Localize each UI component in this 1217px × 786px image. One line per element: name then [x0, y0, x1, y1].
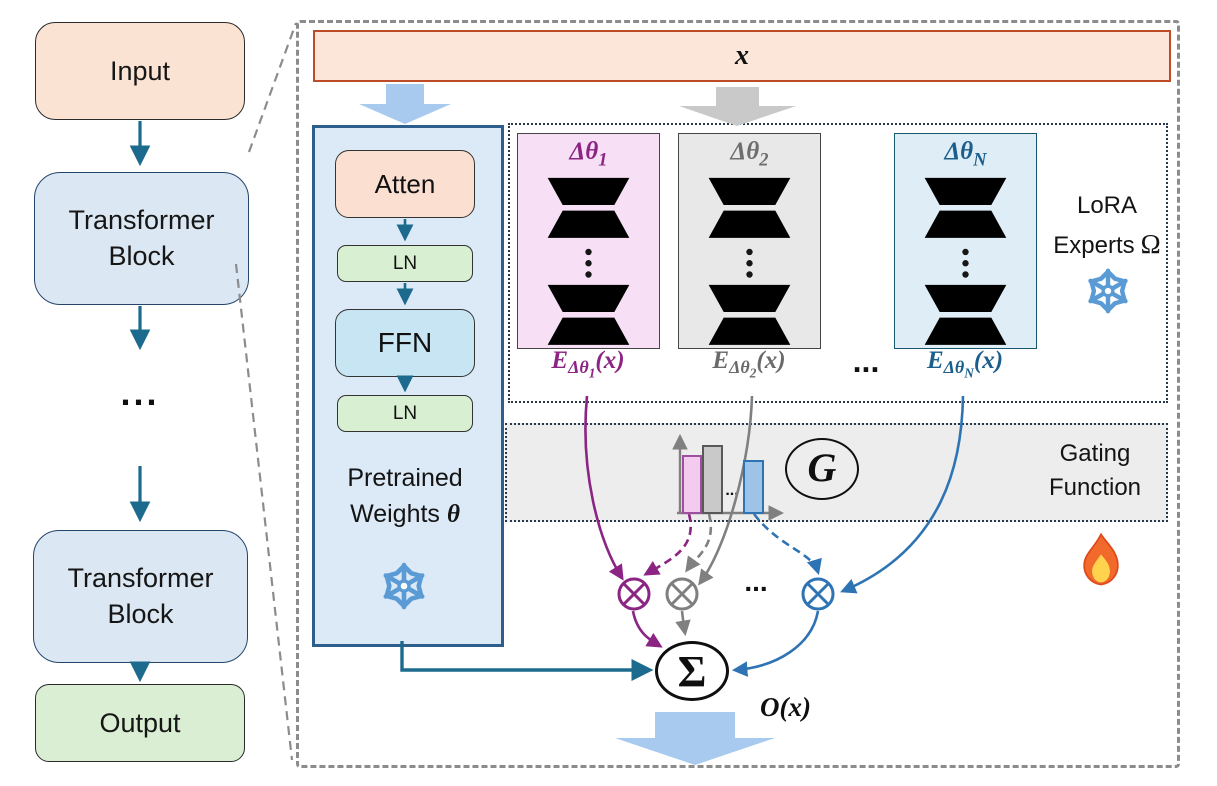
ffn-label: FFN [377, 327, 433, 358]
experts-ellipsis: ... [852, 343, 880, 379]
gate-bars-ellipsis: ... [725, 482, 739, 499]
pretrained-title-line2: Weights [350, 500, 440, 529]
lora-expert-1-card: Δθ1 [517, 133, 660, 349]
input-box: Input [35, 22, 245, 120]
transformer-block-2-label: Transformer Block [67, 563, 214, 629]
output-label: Output [99, 707, 181, 738]
attention-label: Atten [374, 168, 436, 199]
expert-n-delta-label: ΔθN [944, 138, 987, 171]
transformer-block-2: Transformer Block [33, 530, 248, 663]
expert-1-output-label: EΔθ1(x) [551, 347, 625, 381]
layernorm-bottom-box: LN [337, 395, 473, 432]
attention-box: Atten [335, 150, 475, 218]
input-x-bar: x [313, 30, 1171, 82]
theta-symbol: θ [446, 501, 460, 529]
x-symbol: x [735, 40, 749, 71]
layernorm-top-label: LN [392, 252, 418, 274]
pretrained-title-line1: Pretrained [347, 464, 463, 492]
zoom-connector-bottom [234, 263, 294, 761]
expert-1-delta-label: Δθ1 [569, 138, 608, 171]
experts-frozen-snowflake-icon [1083, 266, 1133, 316]
sum-node: Σ [655, 641, 729, 701]
otimes-ellipsis: ... [744, 566, 768, 597]
ffn-box: FFN [335, 309, 475, 377]
trainable-fire-icon [1083, 532, 1119, 586]
omega-symbol: Ω [1140, 229, 1161, 259]
layernorm-bottom-label: LN [392, 402, 418, 424]
output-expression-label: O(x) [760, 692, 811, 722]
lora-expert-n-card: ΔθN [894, 133, 1037, 349]
transformer-block-1-label: Transformer Block [68, 205, 215, 271]
expert-n-output-label: EΔθN(x) [926, 347, 1004, 381]
expert-1-lora-shapes [547, 178, 630, 346]
expert-2-output-label: EΔθ2(x) [712, 347, 786, 381]
layernorm-top-box: LN [337, 245, 473, 282]
gating-title-line1: Gating [1059, 440, 1131, 467]
lora-experts-panel: Δθ1 Δθ2 ... ΔθN EΔθ1(x) EΔθ2(x) EΔθN(x) [508, 123, 1168, 403]
input-label: Input [109, 55, 171, 86]
gating-g-symbol: G [785, 438, 859, 500]
sigma-symbol: Σ [677, 646, 707, 696]
lora-title-line2: Experts [1053, 232, 1135, 259]
gating-function-title: Gating Function [1022, 437, 1168, 504]
lora-title-line1: LoRA [1076, 192, 1138, 219]
output-box: Output [35, 684, 245, 762]
flow-ellipsis: ... [120, 372, 160, 413]
zoom-connector-top [247, 22, 298, 153]
frozen-snowflake-icon [378, 560, 430, 612]
lora-expert-2-card: Δθ2 [678, 133, 821, 349]
gating-title-line2: Function [1048, 473, 1142, 501]
transformer-block-1: Transformer Block [34, 172, 249, 305]
expert-n-lora-shapes [924, 178, 1007, 346]
expert-2-delta-label: Δθ2 [730, 138, 769, 171]
expert-2-lora-shapes [708, 178, 791, 346]
